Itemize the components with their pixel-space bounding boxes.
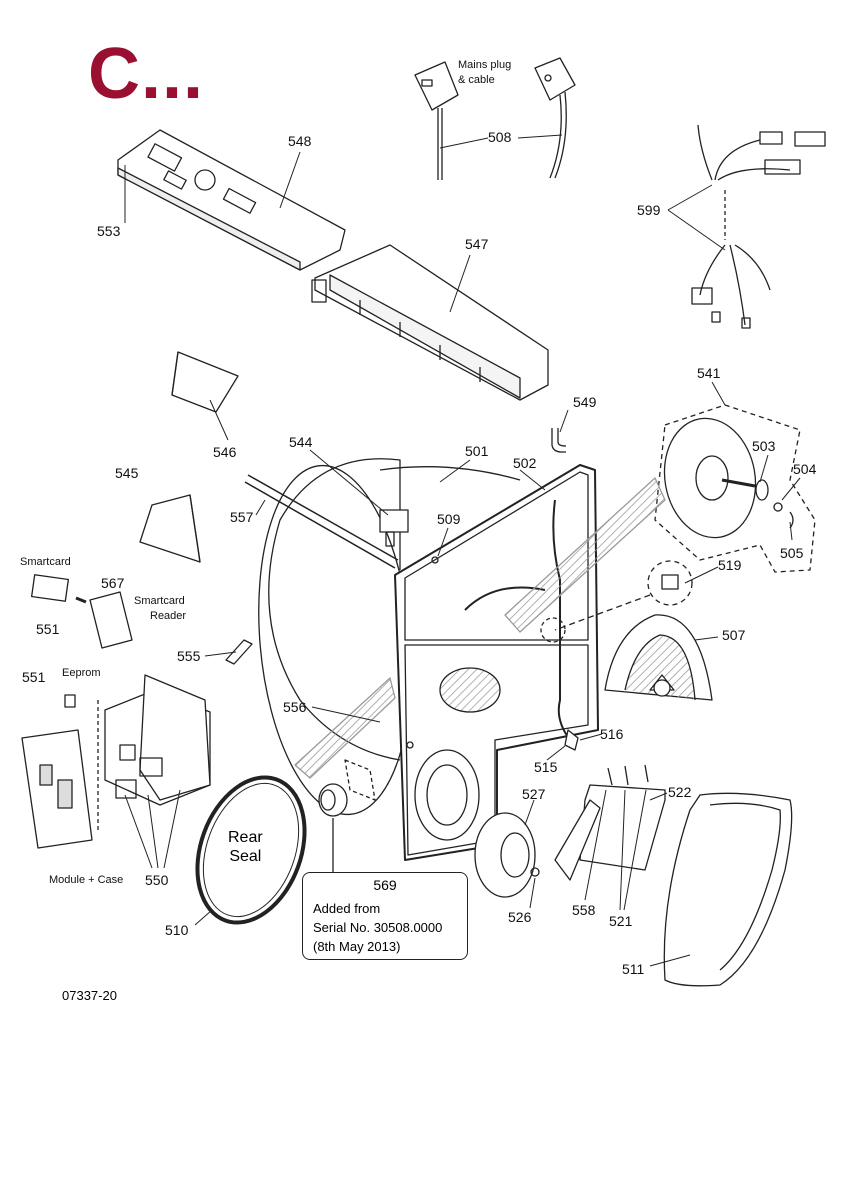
part-567-reader xyxy=(89,591,133,649)
rear-seal-line-1: Rear xyxy=(228,829,263,846)
part-555-strip xyxy=(225,639,253,665)
label-541: 541 xyxy=(697,365,721,381)
label-module-case: Module + Case xyxy=(49,874,124,886)
part-546-cover xyxy=(171,351,239,413)
label-503: 503 xyxy=(752,438,776,454)
label-516: 516 xyxy=(600,726,624,742)
part-569-bearing xyxy=(318,783,348,817)
note-line-3: (8th May 2013) xyxy=(313,939,401,954)
label-567: 567 xyxy=(101,575,125,591)
part-548-tray xyxy=(117,129,346,271)
serial-note-box: 569 Added from Serial No. 30508.0000 (8t… xyxy=(302,872,468,960)
label-558: 558 xyxy=(572,902,596,918)
part-510-rear-seal xyxy=(195,775,307,925)
part-502-rear-panel xyxy=(394,464,599,861)
label-544: 544 xyxy=(289,434,313,450)
part-527-fan xyxy=(474,812,540,898)
label-546: 546 xyxy=(213,444,237,460)
label-548: 548 xyxy=(288,133,312,149)
part-511-cover xyxy=(663,792,793,987)
label-553: 553 xyxy=(97,223,121,239)
part-522-duct xyxy=(554,764,666,881)
part-551-smartcard xyxy=(30,574,70,602)
part-551-eeprom xyxy=(64,694,76,708)
label-519: 519 xyxy=(718,557,742,573)
label-557: 557 xyxy=(230,509,254,525)
label-501: 501 xyxy=(465,443,489,459)
hatched-indicator-arrow-lower xyxy=(294,677,396,779)
label-556: 556 xyxy=(283,699,307,715)
label-511: 511 xyxy=(622,961,645,977)
part-516-hose-end xyxy=(564,729,579,751)
label-504: 504 xyxy=(793,461,817,477)
section-heading: C... xyxy=(88,34,205,114)
label-526: 526 xyxy=(508,909,532,925)
label-527: 527 xyxy=(522,786,546,802)
label-smartcard: Smartcard xyxy=(20,556,71,568)
label-mains-plug: Mains plug xyxy=(458,59,512,71)
part-508-mains-plugs xyxy=(414,57,576,180)
note-line-2: Serial No. 30508.0000 xyxy=(313,920,443,935)
label-515: 515 xyxy=(534,759,558,775)
rear-seal-label: Rear Seal xyxy=(228,828,263,866)
part-599-wiring-harness xyxy=(691,124,826,329)
label-547: 547 xyxy=(465,236,489,252)
part-519-outline xyxy=(647,560,693,606)
part-541-assembly-outline xyxy=(654,404,816,573)
label-550: 550 xyxy=(145,872,169,888)
label-555: 555 xyxy=(177,648,201,664)
part-545-cover xyxy=(139,494,201,563)
label-502: 502 xyxy=(513,455,537,471)
leader-lines xyxy=(124,134,801,967)
part-507-fan-guard xyxy=(604,614,713,701)
label-508: 508 xyxy=(488,129,512,145)
label-smartcard-reader-2: Reader xyxy=(150,610,187,622)
label-507: 507 xyxy=(722,627,746,643)
label-510: 510 xyxy=(165,922,189,938)
part-541-heater-plate xyxy=(663,417,794,539)
label-eeprom: Eeprom xyxy=(62,667,101,679)
rear-seal-line-2: Seal xyxy=(229,848,262,866)
label-509: 509 xyxy=(437,511,461,527)
label-smartcard-reader-1: Smartcard xyxy=(134,595,185,607)
label-522: 522 xyxy=(668,784,692,800)
part-547-channel xyxy=(311,244,549,401)
drawing-reference: 07337-20 xyxy=(62,988,117,1003)
label-599: 599 xyxy=(637,202,661,218)
label-551-eeprom: 551 xyxy=(22,669,46,685)
part-557-rod xyxy=(244,474,399,569)
label-mains-cable: & cable xyxy=(458,74,495,86)
label-505: 505 xyxy=(780,545,804,561)
part-549-hose xyxy=(551,428,567,453)
note-part-number: 569 xyxy=(373,877,397,893)
hatched-indicator-arrow-upper xyxy=(504,477,666,633)
part-550-module-case xyxy=(21,674,211,849)
note-line-1: Added from xyxy=(313,901,381,916)
part-544-switch xyxy=(379,509,409,547)
label-551-smartcard: 551 xyxy=(36,621,60,637)
label-549: 549 xyxy=(573,394,597,410)
label-545: 545 xyxy=(115,465,139,481)
label-521: 521 xyxy=(609,913,633,929)
